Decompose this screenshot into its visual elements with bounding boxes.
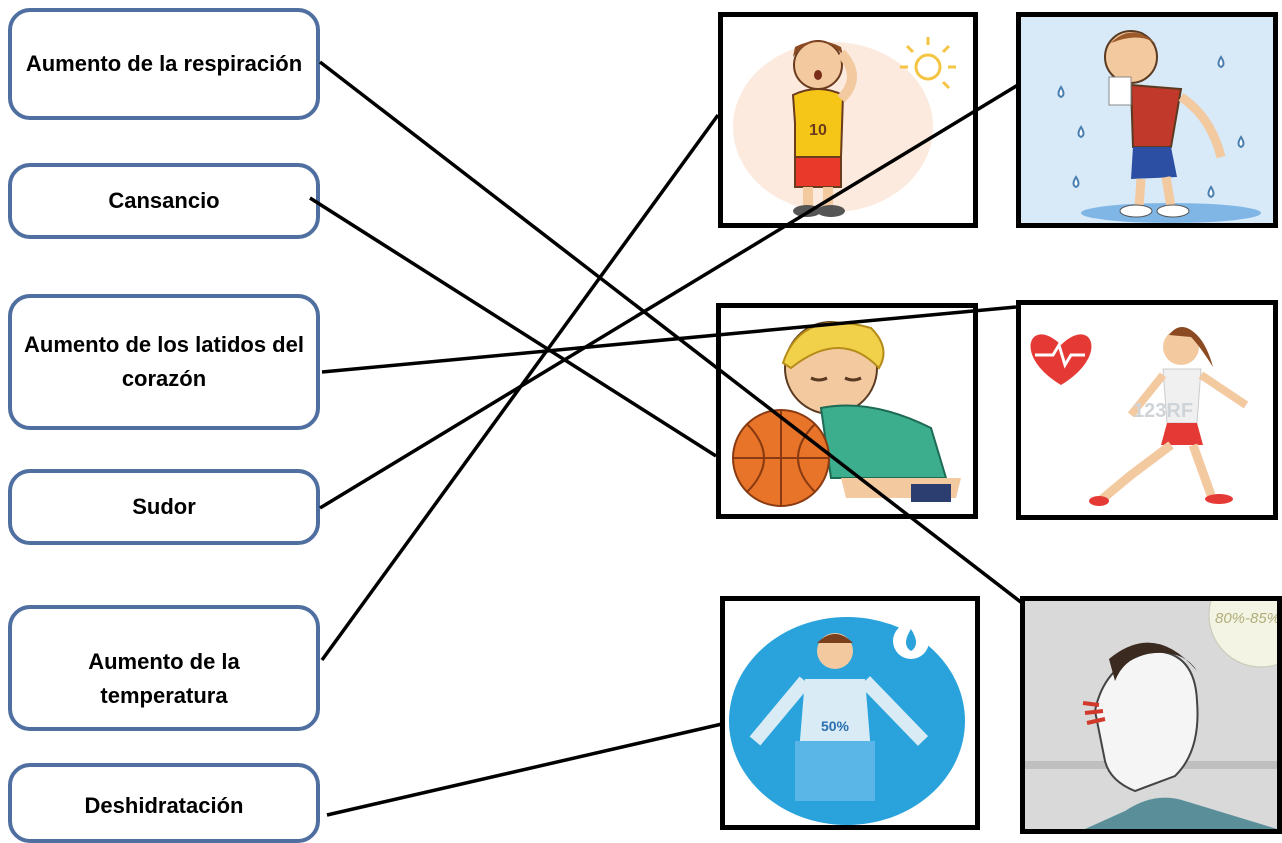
label-aumento-latidos[interactable]: Aumento de los latidos del corazón — [8, 294, 320, 430]
picture-tired-boy[interactable] — [716, 303, 978, 519]
label-deshidratacion-text: Deshidratación — [84, 793, 244, 818]
line-cansancio-to-tired-boy — [309, 196, 717, 458]
label-sudor[interactable]: Sudor — [8, 469, 320, 545]
label-cansancio-text: Cansancio — [108, 188, 220, 213]
sweating-runner-illustration — [1021, 17, 1273, 223]
label-cansancio[interactable]: Cansancio — [8, 163, 320, 239]
running-woman-illustration: 123RF — [1021, 305, 1273, 515]
watermark-123rf: 123RF — [1133, 400, 1193, 422]
hydration-illustration: 50% — [725, 601, 975, 825]
water-percent-text: 50% — [821, 718, 850, 734]
tired-boy-illustration — [721, 308, 973, 514]
label-aumento-temperatura-text: Aumento de la temperatura — [88, 649, 240, 708]
picture-sweating-runner[interactable] — [1016, 12, 1278, 228]
picture-hydration-man[interactable]: 50% — [720, 596, 980, 830]
label-aumento-latidos-text: Aumento de los latidos del corazón — [24, 332, 304, 391]
line-deshidratacion-to-hydration — [326, 722, 723, 817]
line-temperatura-to-hot-boy — [320, 113, 720, 662]
label-deshidratacion[interactable]: Deshidratación — [8, 763, 320, 843]
jersey-number: 10 — [809, 122, 827, 139]
hot-boy-illustration: 10 — [733, 37, 956, 217]
picture-running-woman[interactable]: 123RF — [1016, 300, 1278, 520]
label-aumento-respiracion-text: Aumento de la respiración — [25, 51, 303, 76]
capacity-sign-text: 80%-85% capacity — [1215, 610, 1277, 627]
label-aumento-temperatura[interactable]: Aumento de la temperatura — [8, 605, 320, 731]
label-sudor-text: Sudor — [132, 494, 196, 519]
label-aumento-respiracion[interactable]: Aumento de la respiración — [8, 8, 320, 120]
picture-hot-boy[interactable]: 10 — [718, 12, 978, 228]
picture-breathing-man[interactable]: 80%-85% capacity — [1020, 596, 1282, 834]
breathing-man-illustration: 80%-85% capacity — [1025, 601, 1277, 829]
